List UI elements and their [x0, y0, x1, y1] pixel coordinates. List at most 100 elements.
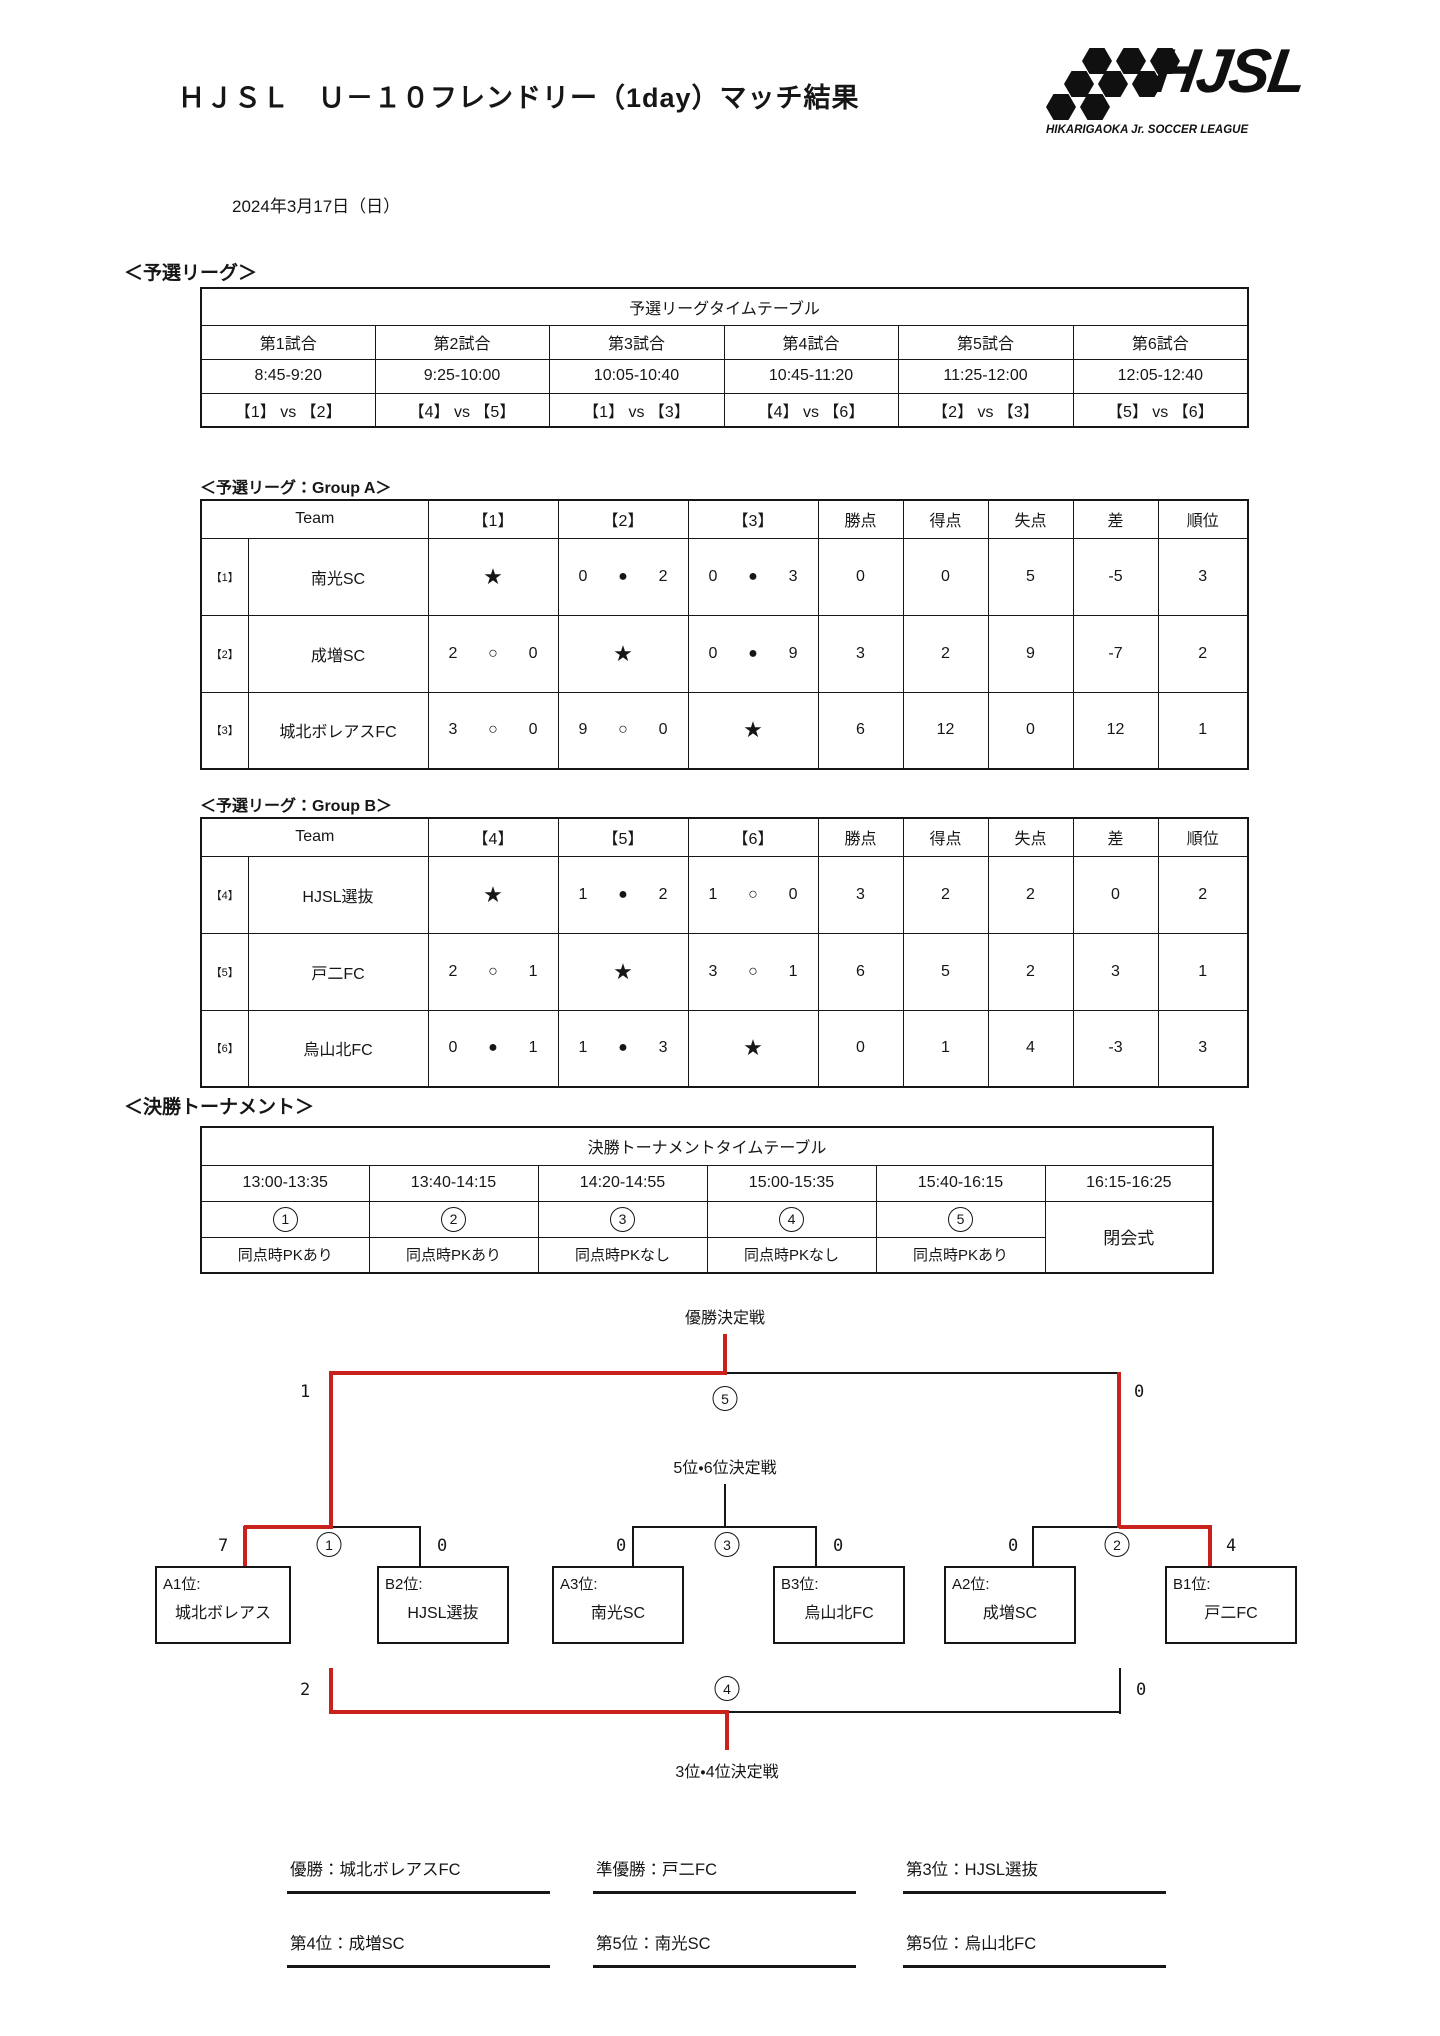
match-number-icon: 5	[948, 1206, 973, 1232]
fifth-right-score: 0	[833, 1536, 844, 1556]
col-match: 【1】	[427, 499, 559, 539]
semi2-number-icon: 2	[1104, 1532, 1130, 1557]
goals-against: 0	[987, 691, 1074, 770]
self-star: ★	[613, 958, 633, 984]
col-goals-against: 失点	[987, 817, 1074, 857]
third-left-score: 2	[300, 1680, 311, 1700]
points: 0	[817, 1009, 904, 1088]
goals-against: 2	[987, 932, 1074, 1011]
final-timetable-title: 決勝トーナメントタイムテーブル	[200, 1126, 1214, 1166]
loss-mark: ●	[618, 885, 628, 903]
pk-note: 同点時PKあり	[368, 1236, 539, 1274]
match-time: 13:40-14:15	[368, 1164, 539, 1202]
match-time: 8:45-9:20	[200, 358, 376, 394]
col-match: 【2】	[557, 499, 689, 539]
match-number-icon: 3	[610, 1206, 635, 1232]
win-mark: ○	[488, 721, 498, 739]
col-diff: 差	[1072, 499, 1159, 539]
col-match: 【4】	[427, 817, 559, 857]
team-id: 【2】	[200, 614, 249, 693]
goal-diff: -3	[1072, 1009, 1159, 1088]
team-name: HJSL選抜	[247, 855, 429, 934]
points: 6	[817, 691, 904, 770]
col-rank: 順位	[1157, 499, 1249, 539]
pk-note: 同点時PKあり	[200, 1236, 370, 1274]
col-team: Team	[200, 817, 429, 857]
final-section-heading: ＜決勝トーナメント＞	[124, 1097, 315, 1118]
loss-mark: ●	[618, 1039, 628, 1057]
match-time: 9:25-10:00	[374, 358, 550, 394]
team-name: 城北ボレアスFC	[247, 691, 429, 770]
fifth-number-icon: 3	[714, 1532, 740, 1557]
self-star: ★	[483, 563, 503, 589]
pk-note: 同点時PKなし	[537, 1236, 708, 1274]
goal-diff: 3	[1072, 932, 1159, 1011]
goals-against: 2	[987, 855, 1074, 934]
goals-for: 1	[902, 1009, 989, 1088]
third-right-drop	[1119, 1668, 1121, 1714]
col-points: 勝点	[817, 499, 904, 539]
group-a-heading: ＜予選リーグ：Group A＞	[200, 480, 392, 497]
fifth-connector	[632, 1526, 817, 1528]
bracket-box-a2: A2位: 成増SC	[944, 1566, 1076, 1644]
loss-mark: ●	[488, 1039, 498, 1057]
col-points: 勝点	[817, 817, 904, 857]
logo-wordmark: HJSL	[1149, 37, 1310, 106]
match-time: 15:00-15:35	[706, 1164, 877, 1202]
third-stub-line	[725, 1712, 729, 1750]
team-id: 【1】	[200, 537, 249, 616]
match-pairing: 【2】 vs 【3】	[897, 392, 1074, 428]
prelim-timetable: 予選リーグタイムテーブル 第1試合 第2試合 第3試合 第4試合 第5試合 第6…	[200, 287, 1250, 428]
col-goals-against: 失点	[987, 499, 1074, 539]
win-mark: ○	[488, 644, 498, 662]
final-right-score: 0	[1134, 1382, 1145, 1402]
col-team: Team	[200, 499, 429, 539]
right-feed-line-winner	[1117, 1372, 1121, 1528]
points: 3	[817, 855, 904, 934]
match-time: 10:05-10:40	[548, 358, 725, 394]
col-goals-for: 得点	[902, 817, 989, 857]
final-line-right	[725, 1372, 1121, 1374]
match-number-icon: 4	[779, 1206, 804, 1232]
match-time: 15:40-16:15	[875, 1164, 1046, 1202]
semi2-right-score: 4	[1226, 1536, 1237, 1556]
left-feed-line-winner	[329, 1371, 333, 1528]
rank: 2	[1157, 855, 1249, 934]
goals-against: 5	[987, 537, 1074, 616]
win-mark: ○	[748, 962, 758, 980]
team-name: 烏山北FC	[247, 1009, 429, 1088]
win-mark: ○	[618, 721, 628, 739]
rank: 1	[1157, 691, 1249, 770]
third-place-label: 3位・4位決定戦	[671, 1758, 783, 1782]
col-match: 【5】	[557, 817, 689, 857]
prelim-timetable-title: 予選リーグタイムテーブル	[200, 287, 1249, 326]
bracket-box-a1: A1位: 城北ボレアス	[155, 1566, 291, 1644]
team-id: 【4】	[200, 855, 249, 934]
loss-mark: ●	[748, 567, 758, 585]
match-label: 第3試合	[548, 324, 725, 360]
goals-for: 0	[902, 537, 989, 616]
semi1-right-drop	[419, 1526, 421, 1568]
rank: 3	[1157, 1009, 1249, 1088]
table-row: 【2】 成増SC 2○0 ★ 0●9 3 2 9 -7 2	[200, 614, 1249, 693]
final-stub-line	[723, 1334, 727, 1374]
match-time: 16:15-16:25	[1044, 1164, 1214, 1202]
third-right-score: 0	[1136, 1680, 1147, 1700]
goals-against: 9	[987, 614, 1074, 693]
goals-for: 2	[902, 855, 989, 934]
pk-note: 同点時PKあり	[875, 1236, 1046, 1274]
team-id: 【5】	[200, 932, 249, 1011]
third-left-drop-winner	[329, 1668, 333, 1714]
col-match: 【3】	[687, 499, 819, 539]
bracket-box-b3: B3位: 烏山北FC	[773, 1566, 905, 1644]
group-a-table: Team 【1】 【2】 【3】 勝点 得点 失点 差 順位 【1】 南光SC …	[200, 499, 1249, 770]
col-match: 【6】	[687, 817, 819, 857]
goals-for: 5	[902, 932, 989, 1011]
goal-diff: -7	[1072, 614, 1159, 693]
match-pairing: 【1】 vs 【3】	[548, 392, 725, 428]
team-name: 成増SC	[247, 614, 429, 693]
match-number-icon: 2	[441, 1206, 466, 1232]
match-time: 14:20-14:55	[537, 1164, 708, 1202]
result-third: 第3位：HJSL選抜	[903, 1856, 1166, 1894]
page-title: ＨＪＳＬ Ｕ－１０フレンドリー（1day）マッチ結果	[178, 83, 860, 113]
